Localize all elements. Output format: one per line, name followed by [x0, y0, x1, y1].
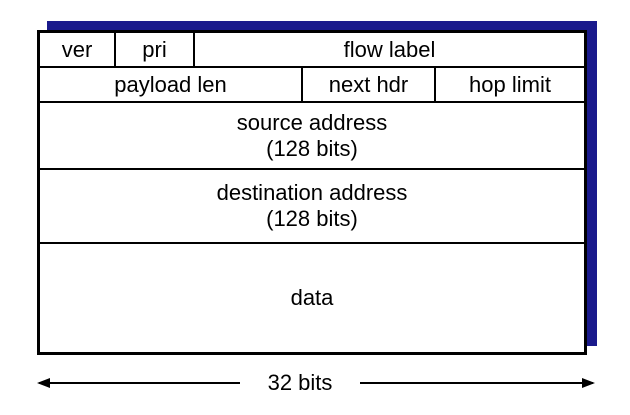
field-payload-length-label: payload len [114, 71, 227, 97]
field-next-header-label: next hdr [328, 71, 409, 97]
header-row-source: source address (128 bits) [40, 103, 584, 170]
field-hop-limit-label: hop limit [469, 71, 551, 97]
ipv6-header-diagram: ver pri flow label payload len next hdr … [37, 30, 587, 355]
header-row-2: payload len next hdr hop limit [40, 68, 584, 103]
header-row-1: ver pri flow label [40, 33, 584, 68]
field-data-label: data [290, 285, 334, 310]
payload-row: data [40, 244, 584, 352]
field-destination-address-stack: destination address (128 bits) [217, 180, 408, 232]
field-next-header: next hdr [303, 68, 436, 101]
header-row-destination: destination address (128 bits) [40, 170, 584, 244]
field-version: ver [40, 33, 116, 66]
field-destination-address-bits: (128 bits) [266, 206, 358, 231]
width-label: 32 bits [240, 370, 360, 396]
arrow-right-icon [582, 378, 595, 388]
field-priority-label: pri [142, 36, 167, 62]
field-destination-address-label: destination address [216, 180, 408, 205]
field-payload-length: payload len [40, 68, 303, 101]
field-destination-address: destination address (128 bits) [40, 170, 584, 242]
field-priority: pri [116, 33, 195, 66]
field-data: data [40, 244, 584, 352]
arrow-left-icon [37, 378, 50, 388]
field-source-address: source address (128 bits) [40, 103, 584, 168]
field-version-label: ver [61, 36, 93, 62]
field-source-address-stack: source address (128 bits) [237, 110, 387, 162]
field-source-address-bits: (128 bits) [266, 135, 358, 161]
field-source-address-label: source address [236, 109, 388, 135]
field-flow-label: flow label [195, 33, 584, 66]
field-hop-limit: hop limit [436, 68, 584, 101]
field-flow-label-text: flow label [343, 36, 436, 62]
